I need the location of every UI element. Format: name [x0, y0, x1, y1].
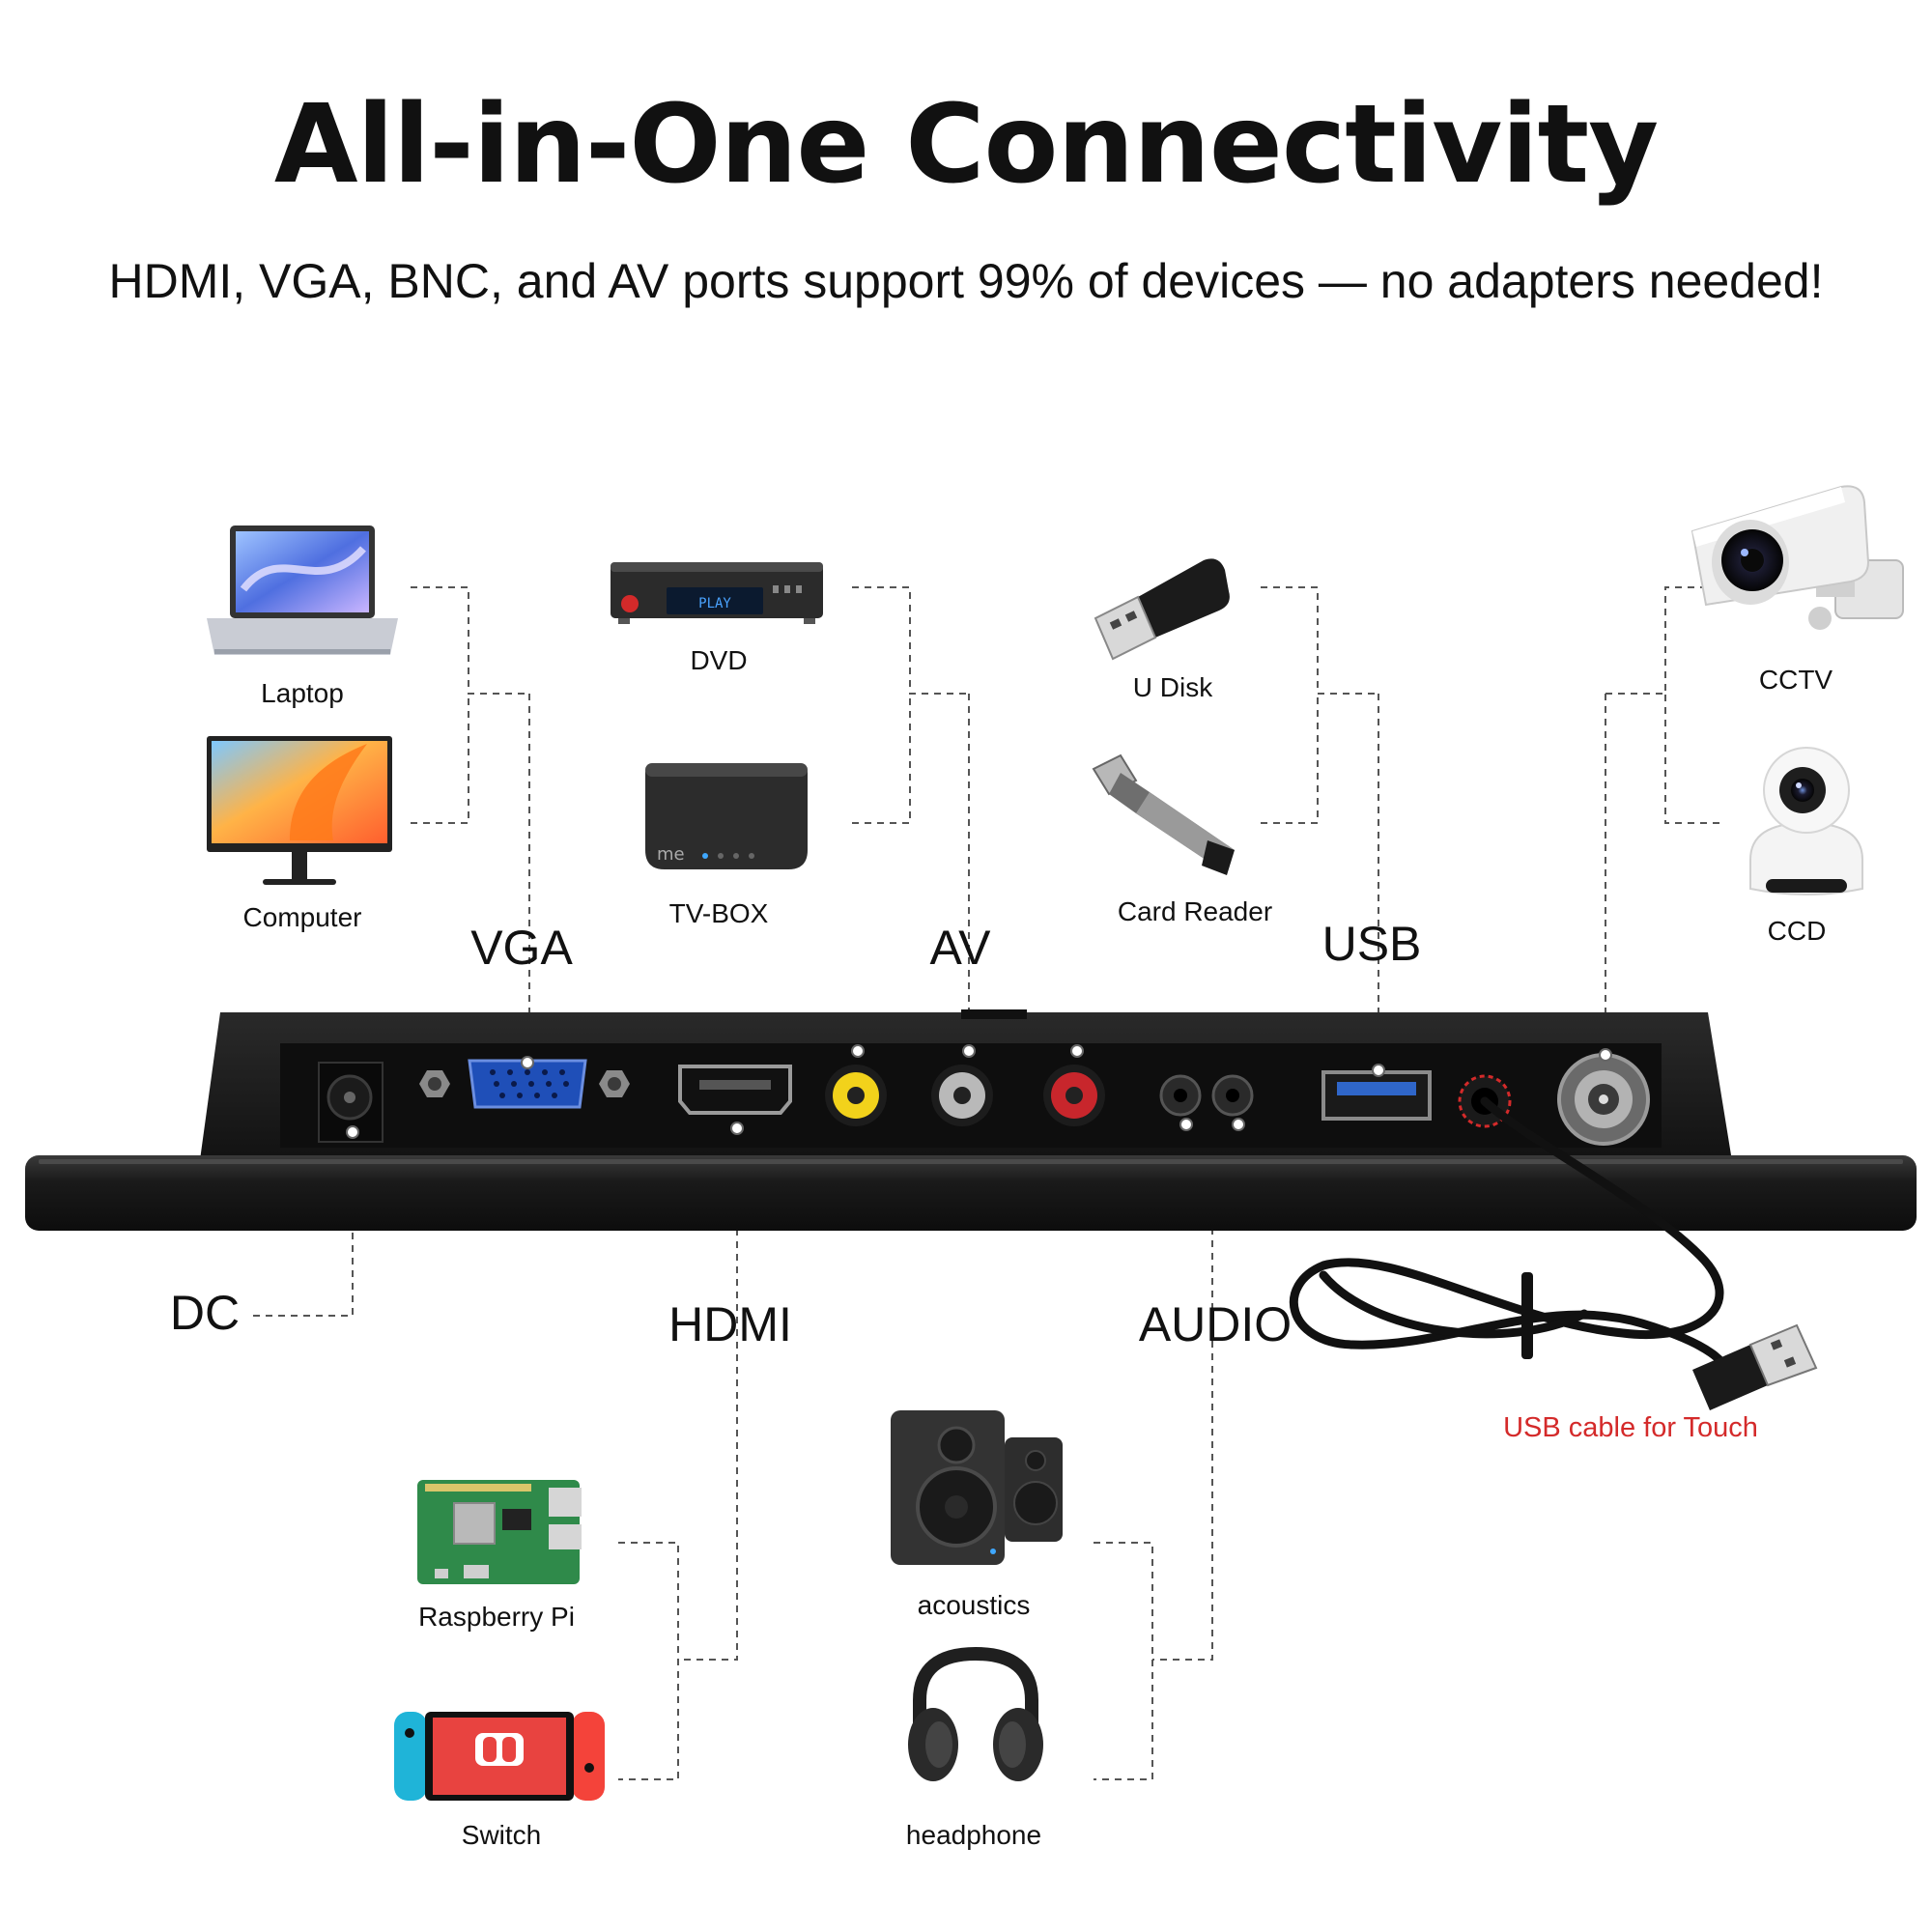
- label-computer: Computer: [242, 902, 362, 932]
- connector-dvd: [852, 586, 969, 695]
- port-label-usb: USB: [1321, 917, 1422, 971]
- connector-computer: [411, 694, 469, 824]
- headphone-icon: [908, 1646, 1043, 1781]
- dvd-display-text: PLAY: [698, 596, 731, 611]
- port-label-hdmi: HDMI: [668, 1297, 792, 1351]
- connector-raspberry: [618, 1542, 679, 1780]
- label-dvd: DVD: [690, 645, 748, 675]
- label-acoustics: acoustics: [917, 1590, 1031, 1620]
- port-markers: [346, 1044, 1612, 1139]
- connector-tvbox: [852, 694, 911, 824]
- connector-laptop: [411, 586, 529, 695]
- raspberry-pi-icon: [417, 1480, 582, 1584]
- page-title: All-in-One Connectivity: [273, 82, 1659, 208]
- connector-udisk: [1261, 586, 1378, 695]
- speakers-icon: [891, 1410, 1063, 1565]
- label-raspberry-pi: Raspberry Pi: [418, 1602, 575, 1632]
- connector-audio: [1152, 1165, 1213, 1661]
- label-usb-cable-touch: USB cable for Touch: [1503, 1412, 1758, 1443]
- usb-port: [1321, 1070, 1432, 1121]
- label-tv-box: TV-BOX: [668, 898, 769, 928]
- touch-usb-cable: [1289, 1096, 1735, 1396]
- usb-plug-icon: [1692, 1323, 1818, 1410]
- av-ports: [825, 1065, 1105, 1126]
- label-card-reader: Card Reader: [1117, 896, 1273, 926]
- port-label-vga: VGA: [470, 921, 573, 975]
- card-reader-icon: [1092, 753, 1235, 875]
- audio-ports: [1159, 1074, 1254, 1117]
- switch-console-icon: [394, 1712, 605, 1801]
- computer-icon: [207, 736, 392, 885]
- page-subtitle: HDMI, VGA, BNC, and AV ports support 99%…: [108, 254, 1824, 308]
- port-label-av: AV: [929, 921, 991, 975]
- bnc-port: [1557, 1053, 1650, 1146]
- tv-box-brand: me: [657, 844, 685, 865]
- label-laptop: Laptop: [261, 678, 344, 708]
- label-u-disk: U Disk: [1132, 672, 1213, 702]
- connector-hdmi: [678, 1128, 738, 1661]
- laptop-icon: [207, 526, 398, 655]
- port-label-dc: DC: [169, 1286, 241, 1340]
- connector-lines: [253, 586, 1719, 1780]
- ccd-camera-icon: [1749, 747, 1863, 895]
- label-ccd: CCD: [1767, 916, 1827, 946]
- vga-port: [419, 1059, 630, 1109]
- cctv-camera-icon: [1690, 485, 1904, 630]
- hdmi-port: [678, 1065, 792, 1115]
- dvd-player-icon: PLAY: [611, 562, 823, 624]
- u-disk-icon: [1094, 558, 1230, 661]
- connector-acoustics: [1094, 1542, 1153, 1780]
- port-label-audio: AUDIO: [1138, 1297, 1293, 1351]
- label-cctv: CCTV: [1758, 665, 1833, 695]
- label-headphone: headphone: [905, 1820, 1042, 1850]
- connector-cardreader: [1261, 694, 1319, 824]
- connector-cctv: [1605, 586, 1719, 695]
- tv-box-icon: me: [645, 763, 808, 869]
- label-switch: Switch: [461, 1820, 542, 1850]
- connector-ccd: [1664, 694, 1719, 824]
